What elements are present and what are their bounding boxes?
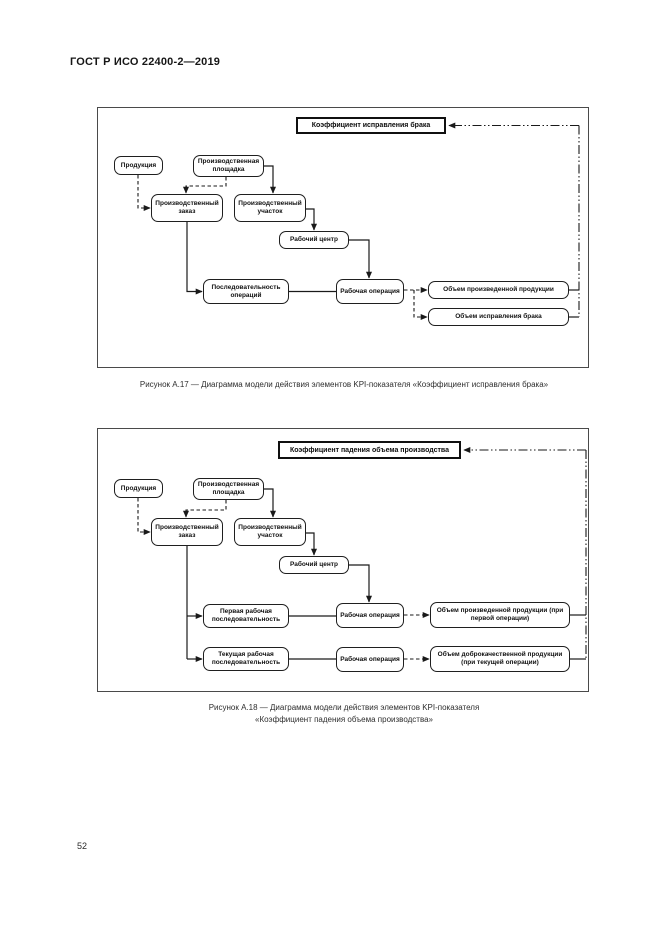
node-order: Производственный заказ: [151, 518, 223, 546]
edge-workcenter-operation: [349, 564, 372, 603]
kpi-title-box: Коэффициент исправления брака: [296, 117, 446, 134]
edge-area-workcenter: [306, 208, 317, 231]
node-area: Производственный участок: [234, 518, 306, 546]
node-rework-quantity: Объем исправления брака: [428, 308, 569, 326]
node-site: Производственная площадка: [193, 155, 264, 177]
node-work-center: Рабочий центр: [279, 231, 349, 249]
node-area: Производственный участок: [234, 194, 306, 222]
node-work-operation-current: Рабочая операция: [336, 647, 404, 672]
figure-a17-connectors: [137, 122, 580, 320]
edge-site-order: [183, 177, 227, 194]
edge-order-sequence: [186, 222, 203, 295]
node-product: Продукция: [114, 479, 163, 498]
kpi-title-box: Коэффициент падения объема производства: [278, 441, 461, 459]
node-operation-sequence: Последовательность операций: [203, 279, 289, 304]
edge-product-order: [137, 175, 151, 211]
edge-site-area: [264, 165, 276, 194]
node-work-operation-first: Рабочая операция: [336, 603, 404, 628]
edge-operation-rework: [413, 290, 428, 320]
edge-product-order: [137, 498, 151, 535]
figure-a18-frame: Коэффициент падения объема производства …: [97, 428, 589, 692]
node-product: Продукция: [114, 156, 163, 175]
page-number: 52: [77, 841, 88, 851]
figure-a18-connectors: [137, 447, 587, 662]
edge-workcenter-operation: [349, 239, 372, 279]
node-current-sequence: Текущая рабочая последовательность: [203, 647, 289, 671]
node-site: Производственная площадка: [193, 478, 264, 500]
figure-a18-caption-line2: «Коэффициент падения объема производства…: [255, 715, 433, 724]
node-work-operation: Рабочая операция: [336, 279, 404, 304]
document-header: ГОСТ Р ИСО 22400-2—2019: [70, 56, 221, 68]
edge-area-workcenter: [306, 532, 317, 556]
edge-site-area: [264, 488, 276, 518]
node-order: Производственный заказ: [151, 194, 223, 222]
node-work-center: Рабочий центр: [279, 556, 349, 574]
figure-a18-caption: Рисунок А.18 — Диаграмма модели действия…: [64, 702, 624, 726]
node-produced-quantity: Объем произведенной продукции: [428, 281, 569, 299]
figure-a17-frame: Коэффициент исправления брака Продукция …: [97, 107, 589, 368]
figure-a17-caption: Рисунок А.17 — Диаграмма модели действия…: [139, 380, 549, 389]
edge-site-order: [183, 500, 227, 518]
node-first-sequence: Первая рабочая последовательность: [203, 604, 289, 628]
node-produced-quantity-first: Объем произведенной продукции (при перво…: [430, 602, 570, 628]
figure-a18-caption-line1: Рисунок А.18 — Диаграмма модели действия…: [208, 703, 480, 712]
node-good-quantity-current: Объем доброкачественной продукции (при т…: [430, 646, 570, 672]
